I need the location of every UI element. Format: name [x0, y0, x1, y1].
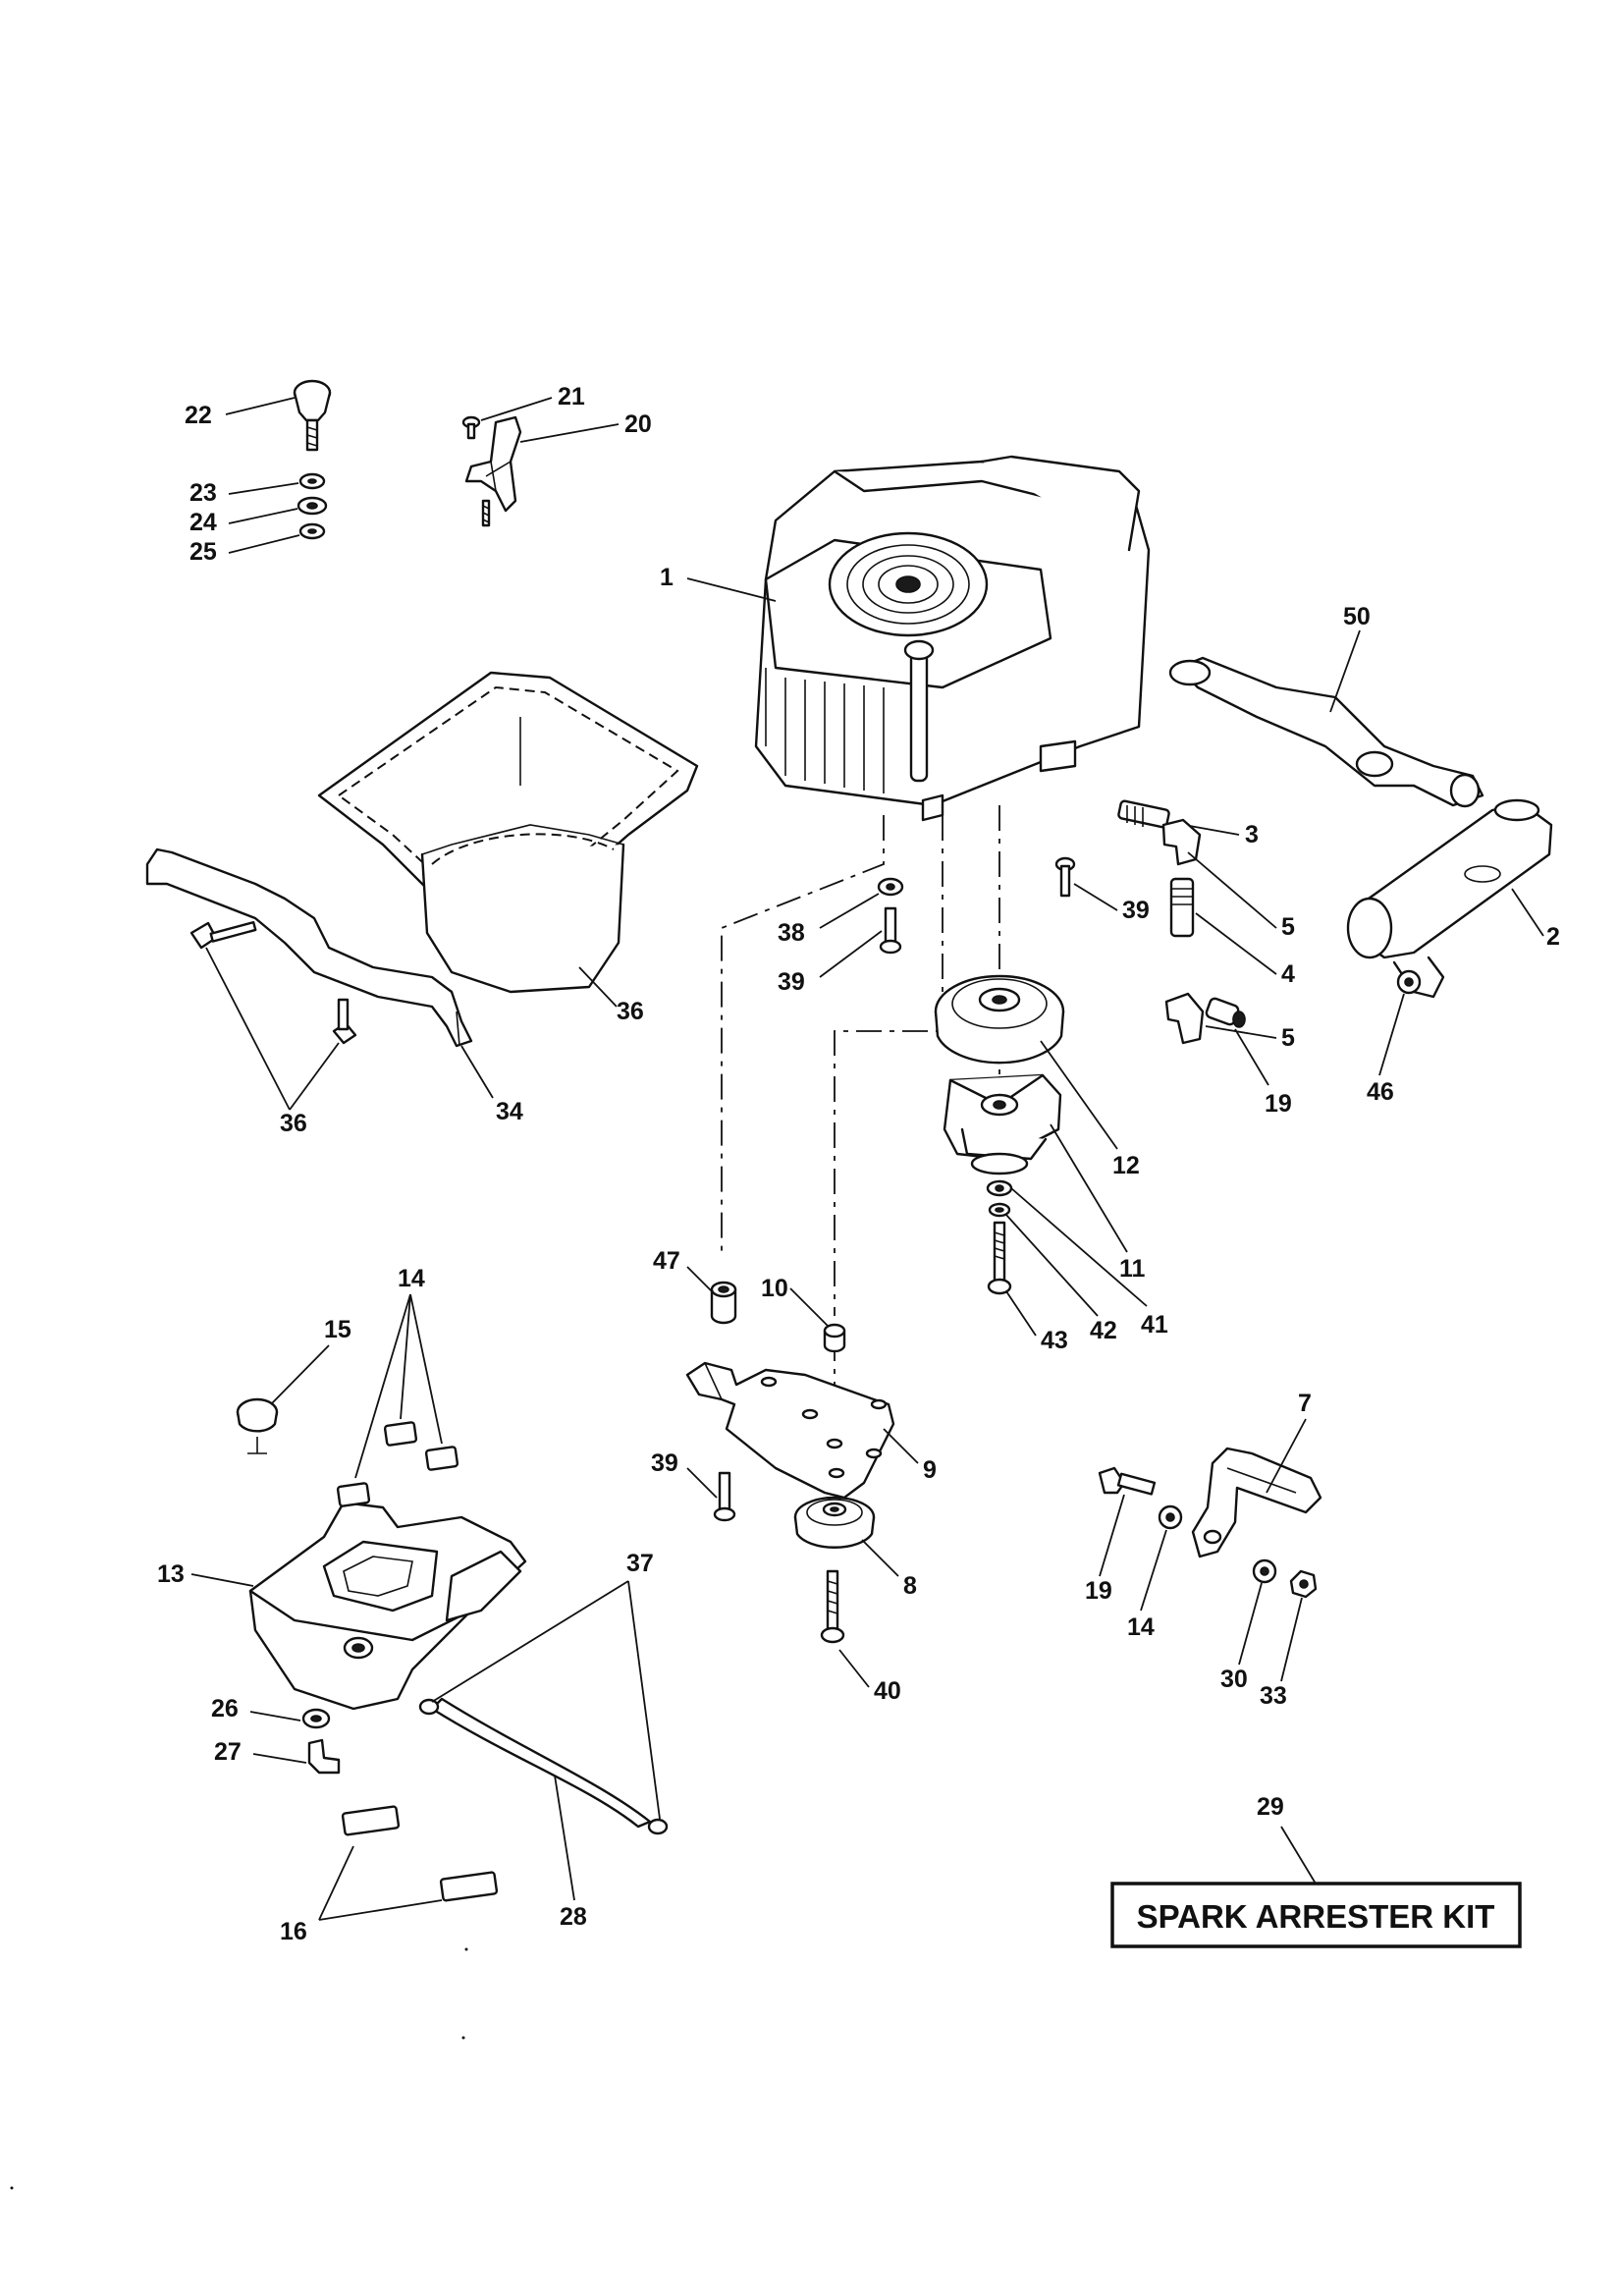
callout-8: 8 [903, 1572, 917, 1600]
idler-pulley-8 [793, 1496, 876, 1549]
pad-17 [336, 1421, 459, 1507]
callout-25: 25 [189, 538, 217, 566]
callout-14: 14 [1127, 1613, 1155, 1641]
callout-40: 40 [874, 1677, 901, 1705]
callout-30: 30 [1220, 1666, 1248, 1693]
bolt-39-centre [879, 906, 902, 955]
callout-38: 38 [778, 919, 805, 947]
spark-arrester-kit-box [1110, 1882, 1522, 1948]
callout-47: 47 [653, 1247, 680, 1275]
callout-13: 19 [1085, 1577, 1112, 1605]
callout-26: 26 [211, 1695, 239, 1722]
bolt-39-right [1054, 856, 1076, 898]
fuel-tank-15 [248, 1501, 527, 1711]
callout-23: 23 [189, 479, 217, 507]
callout-42: 42 [1090, 1317, 1117, 1344]
bolt-43 [987, 1221, 1012, 1295]
callout-18: 15 [324, 1316, 351, 1343]
muffler-part [1346, 798, 1553, 999]
washer-30 [1252, 1558, 1277, 1584]
engine-part [754, 455, 1151, 822]
callout-22: 22 [185, 402, 212, 429]
callout-3: 3 [1245, 821, 1259, 848]
fuel-cap-18 [236, 1397, 279, 1454]
washer-14 [1158, 1504, 1183, 1530]
lockwasher-24 [297, 496, 328, 516]
pad-16 [341, 1805, 499, 1902]
screw-21 [461, 415, 481, 440]
screw-36 [189, 920, 357, 1045]
washer-23 [298, 472, 326, 490]
bolt-39-lower [713, 1471, 736, 1522]
spacer-47 [710, 1281, 737, 1325]
bolt-13 [1098, 1466, 1157, 1496]
callout-35: 36 [617, 998, 644, 1025]
callout-29: 29 [1257, 1793, 1284, 1821]
plug-19 [1205, 997, 1246, 1028]
nut-25 [298, 522, 326, 540]
bracket-20 [464, 415, 522, 527]
washer-42 [988, 1202, 1011, 1218]
pto-clutch-11 [943, 1073, 1062, 1175]
nipple-4 [1169, 877, 1195, 938]
callout-1: 1 [660, 564, 674, 591]
callout-7: 7 [1298, 1390, 1312, 1417]
battery-box-35 [317, 671, 699, 994]
callout-41: 41 [1141, 1311, 1168, 1339]
callout-15: 13 [157, 1560, 185, 1588]
idler-bracket-9 [685, 1361, 895, 1500]
hold-down-strap-34 [145, 847, 473, 1048]
callout-46: 46 [1367, 1078, 1394, 1106]
nut-33 [1289, 1569, 1318, 1599]
fuel-elbow-27 [307, 1738, 341, 1775]
spark-arrester-kit-label: SPARK ARRESTER KIT [1137, 1898, 1495, 1935]
washer-38 [877, 877, 904, 897]
callout-11: 11 [1119, 1255, 1146, 1283]
callout-5a: 5 [1281, 913, 1295, 941]
callout-36: 36 [280, 1110, 307, 1137]
callout-4: 4 [1281, 960, 1295, 988]
callout-16: 16 [280, 1918, 307, 1945]
callout-39-right: 39 [1122, 897, 1150, 924]
callout-24: 24 [189, 509, 217, 536]
callout-20: 20 [624, 410, 652, 438]
elbow-5-lower [1164, 992, 1205, 1045]
callout-39-lower: 39 [651, 1449, 678, 1477]
callout-37: 37 [626, 1550, 654, 1577]
callout-34: 34 [496, 1098, 523, 1125]
callout-10: 10 [761, 1275, 788, 1302]
knob-22 [293, 379, 332, 452]
callout-33: 33 [1260, 1682, 1287, 1710]
grommet-26 [301, 1708, 331, 1729]
callout-28: 28 [560, 1903, 587, 1931]
callout-43: 43 [1041, 1327, 1068, 1354]
spacer-10 [823, 1323, 846, 1353]
callout-50: 50 [1343, 603, 1371, 630]
fuel-line-28 [418, 1697, 669, 1835]
nipple-3 [1117, 799, 1170, 829]
callout-9: 9 [923, 1456, 937, 1484]
callout-21: 21 [558, 383, 585, 410]
callout-17: 14 [398, 1265, 425, 1292]
callout-39-centre: 39 [778, 968, 805, 996]
engine-pulley-12 [934, 974, 1065, 1065]
callout-19: 19 [1265, 1090, 1292, 1118]
exhaust-pipe-part [1168, 656, 1484, 808]
elbow-5-upper [1161, 818, 1202, 866]
callout-5b: 5 [1281, 1024, 1295, 1052]
callout-12: 12 [1112, 1152, 1140, 1179]
bolt-40 [820, 1569, 845, 1644]
callout-27: 27 [214, 1738, 242, 1766]
callout-2: 2 [1546, 923, 1560, 951]
washer-41 [986, 1179, 1013, 1197]
muffler-bracket-7 [1191, 1447, 1322, 1558]
